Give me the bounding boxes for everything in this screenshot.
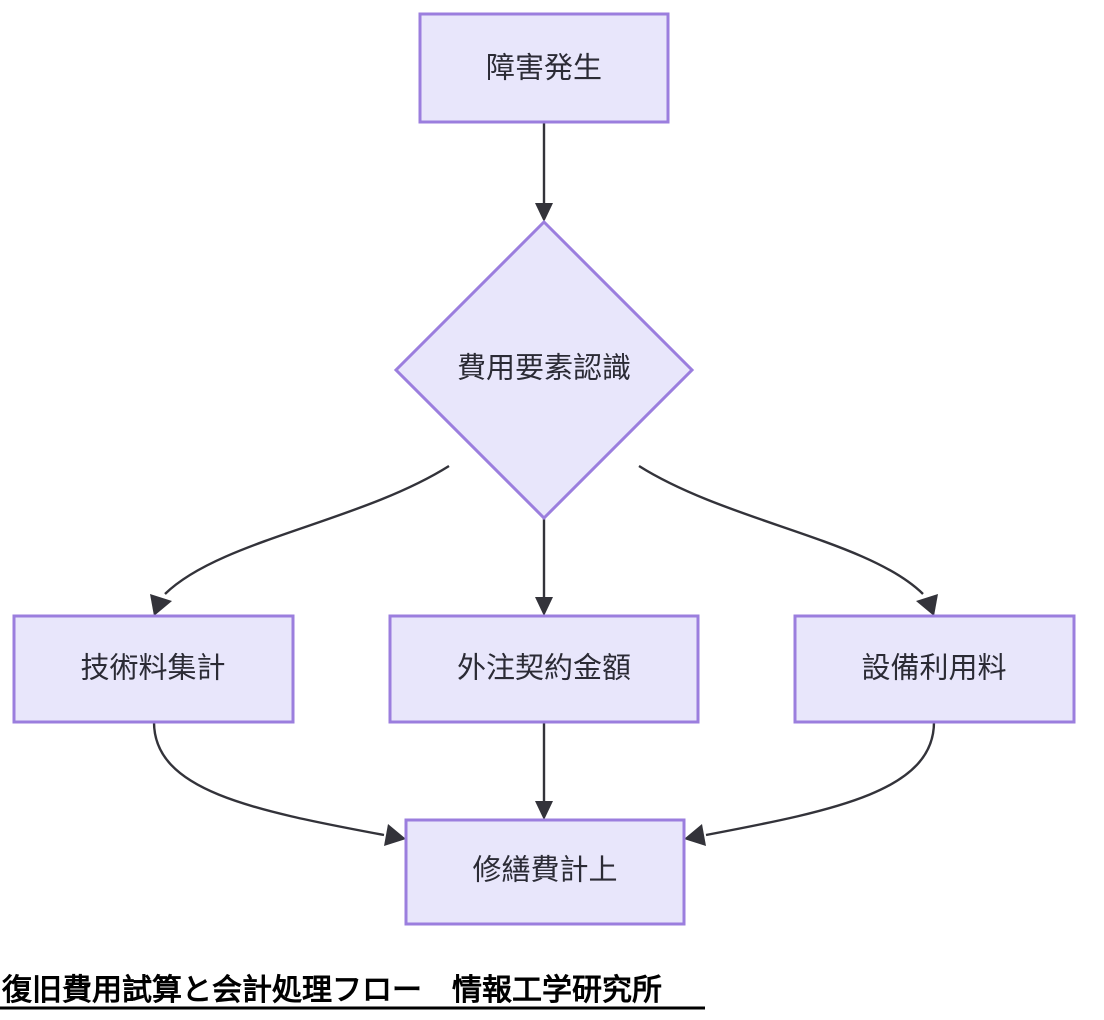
edge-facility-fee-to-repair-cost: [684, 721, 936, 846]
edge-technical-fee-to-repair-cost: [152, 721, 406, 846]
node-incident-shape[interactable]: [418, 12, 670, 124]
node-incident[interactable]: 障害発生: [418, 12, 670, 124]
node-repair-cost[interactable]: 修繕費計上: [404, 818, 686, 926]
node-facility-fee-shape[interactable]: [793, 614, 1076, 724]
node-cost-element-shape[interactable]: [393, 219, 695, 521]
arrowhead-icon: [684, 824, 706, 846]
arrowhead-icon: [535, 597, 553, 616]
node-technical-fee-label: 技術料集計: [80, 652, 225, 685]
edge-layer: [150, 122, 938, 846]
node-outsourcing-amount-shape[interactable]: [388, 614, 700, 724]
edge-cost-element-to-facility-fee: [638, 464, 938, 616]
arrowhead-icon: [916, 594, 938, 616]
arrowhead-icon: [535, 203, 553, 222]
node-cost-element-label: 費用要素認識: [457, 352, 631, 385]
edge-line: [705, 721, 936, 837]
arrowhead-icon: [535, 801, 553, 820]
node-facility-fee-label: 設備利用料: [861, 652, 1006, 685]
arrowhead-icon: [150, 594, 172, 616]
node-layer: 障害発生 費用要素認識 技術料集計 外注契約金額 設備利用料: [12, 12, 1076, 926]
edge-outsourcing-amount-to-repair-cost: [535, 722, 553, 820]
node-outsourcing-amount-label: 外注契約金額: [457, 652, 631, 685]
node-facility-fee[interactable]: 設備利用料: [793, 614, 1076, 724]
edge-line: [164, 464, 450, 595]
arrowhead-icon: [384, 824, 406, 846]
node-cost-element[interactable]: 費用要素認識: [393, 219, 695, 521]
node-repair-cost-label: 修繕費計上: [472, 854, 617, 887]
edge-line: [152, 721, 385, 837]
caption-label: 復旧費用試算と会計処理フロー 情報工学研究所: [1, 973, 662, 1007]
edge-line: [638, 464, 924, 595]
node-technical-fee[interactable]: 技術料集計: [12, 614, 295, 724]
node-incident-label: 障害発生: [486, 52, 602, 85]
edge-cost-element-to-technical-fee: [150, 464, 450, 616]
node-outsourcing-amount[interactable]: 外注契約金額: [388, 614, 700, 724]
node-technical-fee-shape[interactable]: [12, 614, 295, 724]
edge-incident-to-cost-element: [535, 122, 553, 222]
edge-cost-element-to-outsourcing-amount: [535, 518, 553, 616]
node-repair-cost-shape[interactable]: [404, 818, 686, 926]
diagram-caption: 復旧費用試算と会計処理フロー 情報工学研究所: [0, 973, 705, 1010]
